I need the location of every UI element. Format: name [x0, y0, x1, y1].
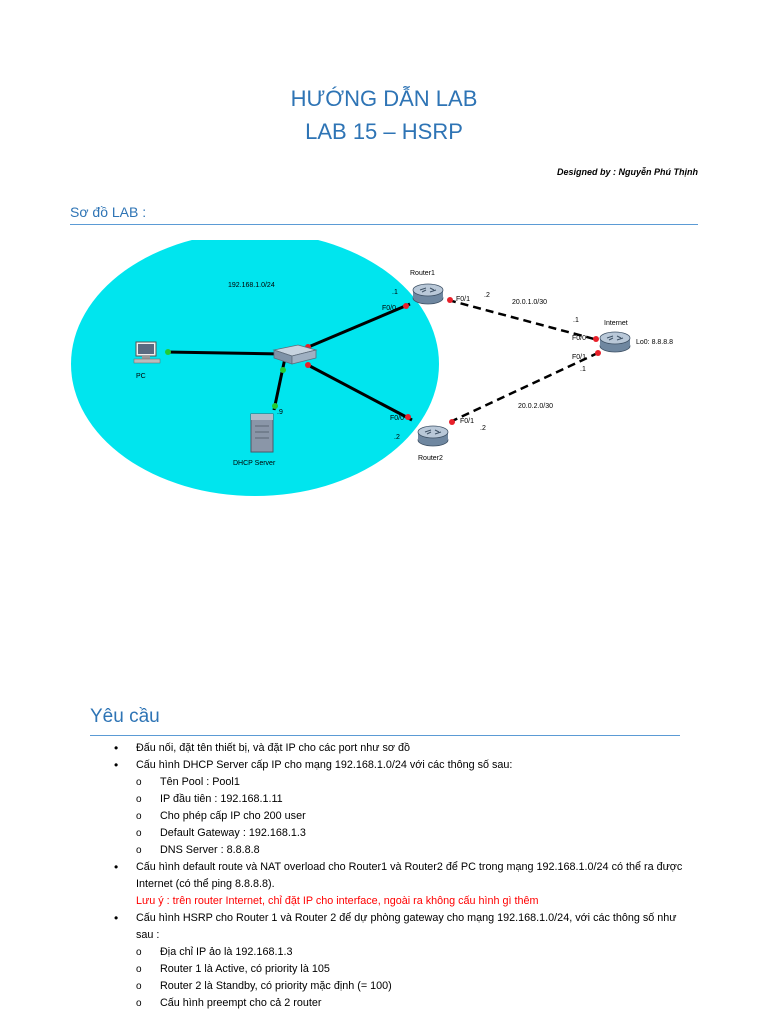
router2-f00: F0/0 — [390, 415, 404, 422]
switch-icon — [272, 344, 318, 365]
list-item: Cấu hình DHCP Server cấp IP cho mạng 192… — [112, 757, 692, 859]
list-item: Cấu hình default route và NAT overload c… — [112, 859, 692, 910]
internet-ip1: .1 — [573, 317, 579, 324]
link-dot — [593, 336, 599, 342]
pc-icon — [133, 341, 161, 364]
link-dot — [447, 297, 453, 303]
link-pc-switch — [165, 350, 283, 356]
requirements-heading: Yêu cầu — [90, 706, 160, 727]
link-dot — [403, 303, 409, 309]
sub-list-item: IP đầu tiên : 192.168.1.11 — [136, 791, 692, 808]
network-diagram: PC .9 DHCP Server 192.168.1.0/24 Router1… — [71, 240, 673, 496]
link-dot — [305, 362, 311, 368]
sub-list-item: Địa chỉ IP ảo là 192.168.1.3 — [136, 944, 692, 961]
lan-network-label: 192.168.1.0/24 — [228, 282, 275, 289]
list-item: Đấu nối, đặt tên thiết bị, và đặt IP cho… — [112, 740, 692, 757]
sub-list: Địa chỉ IP ảo là 192.168.1.3 Router 1 là… — [136, 944, 692, 1012]
link-switch-router2 — [305, 362, 413, 422]
diagram-heading: Sơ đồ LAB : — [70, 204, 147, 220]
page-title: HƯỚNG DẪN LAB — [290, 86, 478, 111]
net2-label: 20.0.2.0/30 — [518, 403, 553, 410]
page-subtitle: LAB 15 – HSRP — [305, 119, 463, 144]
internet-label: Internet — [604, 320, 628, 327]
internet-ip2: .1 — [580, 366, 586, 373]
heading-divider — [70, 224, 698, 225]
sub-list-item: DNS Server : 8.8.8.8 — [136, 842, 692, 859]
router2-f01: F0/1 — [460, 418, 474, 425]
link-dot — [449, 419, 455, 425]
router2-icon — [417, 425, 449, 447]
sub-list-item: Router 2 là Standby, có priority mặc địn… — [136, 978, 692, 995]
link-router2-internet — [449, 350, 601, 424]
link-dot — [272, 403, 278, 409]
sub-list-item: Cho phép cấp IP cho 200 user — [136, 808, 692, 825]
link-switch-router1 — [305, 302, 411, 350]
pc-label: PC — [136, 373, 146, 380]
router1-f00: F0/0 — [382, 305, 396, 312]
lan-area — [71, 240, 439, 496]
router1-label: Router1 — [410, 270, 435, 277]
link-dot — [405, 414, 411, 420]
note-text: Lưu ý : trên router Internet, chỉ đặt IP… — [136, 895, 539, 907]
list-item: Cấu hình HSRP cho Router 1 và Router 2 đ… — [112, 910, 692, 1012]
server-icon — [250, 413, 274, 453]
sub-list: Tên Pool : Pool1 IP đầu tiên : 192.168.1… — [136, 774, 692, 859]
router1-lan-ip: .1 — [392, 289, 398, 296]
designed-by: Designed by : Nguyễn Phú Thịnh — [556, 167, 698, 177]
heading-divider — [90, 735, 680, 736]
router1-icon — [412, 283, 444, 305]
internet-f00: F0/0 — [572, 335, 586, 342]
internet-f01: F0/1 — [572, 354, 586, 361]
router2-wan-ip: .2 — [480, 425, 486, 432]
sub-list-item: Default Gateway : 192.168.1.3 — [136, 825, 692, 842]
sub-list-item: Tên Pool : Pool1 — [136, 774, 692, 791]
router2-label: Router2 — [418, 455, 443, 462]
link-dot — [280, 367, 286, 373]
link-switch-server — [272, 357, 287, 411]
server-ip-label: .9 — [277, 409, 283, 416]
sub-list-item: Router 1 là Active, có priority là 105 — [136, 961, 692, 978]
internet-loopback: Lo0: 8.8.8.8 — [636, 339, 673, 346]
sub-list-item: Cấu hình preempt cho cả 2 router — [136, 995, 692, 1012]
internet-router-icon — [599, 331, 631, 353]
requirements-list: Đấu nối, đặt tên thiết bị, và đặt IP cho… — [112, 740, 692, 1012]
router1-wan-ip: .2 — [484, 292, 490, 299]
router2-lan-ip: .2 — [394, 434, 400, 441]
server-label: DHCP Server — [233, 460, 276, 467]
net1-label: 20.0.1.0/30 — [512, 299, 547, 306]
router1-f01: F0/1 — [456, 296, 470, 303]
link-dot — [165, 349, 171, 355]
link-dot — [595, 350, 601, 356]
